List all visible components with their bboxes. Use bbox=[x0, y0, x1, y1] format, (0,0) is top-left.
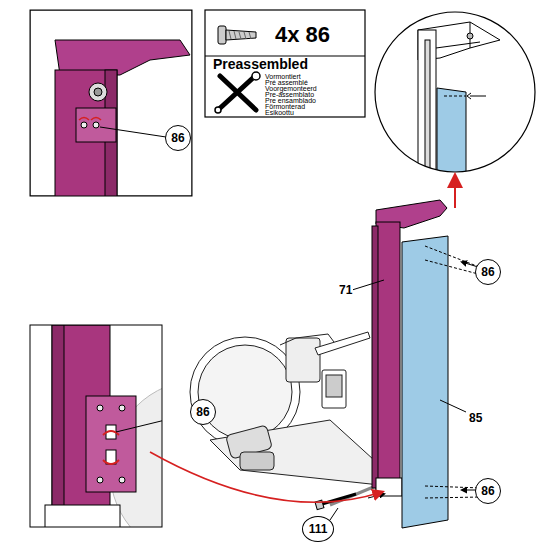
callout-number: 111 bbox=[309, 522, 328, 536]
callout-number: 86 bbox=[481, 484, 494, 498]
callout-circle: 86 bbox=[190, 399, 216, 425]
language-list: VormontiertPré assembléVoorgemonteerdPre… bbox=[265, 74, 317, 116]
language-text: Esikoottu bbox=[265, 110, 317, 116]
callout-circle: 86 bbox=[475, 259, 501, 285]
heading-text: Preassembled bbox=[213, 56, 308, 72]
callout-circle: 111 bbox=[302, 516, 334, 542]
callout-number: 86 bbox=[171, 131, 184, 145]
part-number: 71 bbox=[338, 283, 353, 297]
callout-number: 86 bbox=[196, 405, 209, 419]
callout-circle: 86 bbox=[165, 125, 191, 151]
info-box: 4x 86 PreassembledVormontiertPré assemblé… bbox=[205, 10, 365, 119]
callout-number: 86 bbox=[481, 265, 494, 279]
part-number: 85 bbox=[468, 411, 483, 425]
quantity-text: 4x 86 bbox=[275, 22, 330, 48]
callout-circle: 86 bbox=[475, 478, 501, 504]
